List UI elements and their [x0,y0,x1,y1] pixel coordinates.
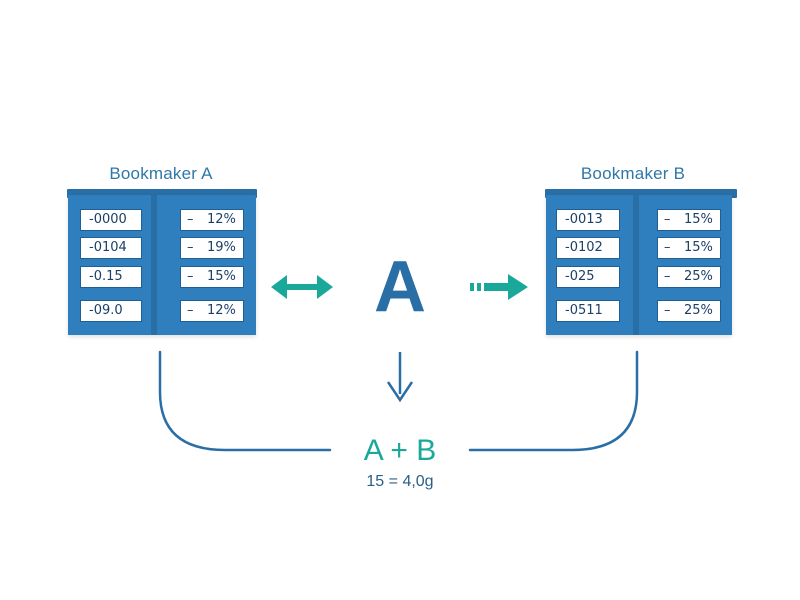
percentage-cell: –15% [657,237,721,259]
percentage-cell: –15% [657,209,721,231]
percentage-dash: – [187,240,194,255]
percentage-dash: – [664,269,671,284]
bookmaker-b-table-header-bar [545,189,737,198]
bookmaker-a-table-header-bar [67,189,257,198]
percentage-value: 12% [207,303,236,318]
percentage-value: 25% [684,303,713,318]
odds-cell: -0104 [80,237,142,259]
percentage-cell: –15% [180,266,244,288]
percentage-value: 25% [684,269,713,284]
percentage-value: 15% [207,269,236,284]
dashed-arrow-right-icon [470,274,528,300]
percentage-dash: – [664,303,671,318]
result-title: A + B [363,434,437,467]
bookmaker-b-table: -0013 –15% -0102 –15% -025 –25% -0511 –2… [546,195,732,335]
percentage-dash: – [187,212,194,227]
odds-cell: -0.15 [80,266,142,288]
bookmaker-a-title: Bookmaker A [109,164,213,183]
percentage-cell: –19% [180,237,244,259]
odds-cell: -0511 [556,300,620,322]
percentage-value: 19% [207,240,236,255]
percentage-cell: –25% [657,300,721,322]
odds-cell: -025 [556,266,620,288]
table-divider [633,195,639,335]
percentage-value: 12% [207,212,236,227]
percentage-value: 15% [684,212,713,227]
percentage-value: 15% [684,240,713,255]
left-connector-line [158,350,332,452]
odds-cell: -09.0 [80,300,142,322]
result-subtitle: 15 = 4,0g [366,473,434,490]
percentage-cell: –12% [180,300,244,322]
bookmaker-b-title: Bookmaker B [580,164,686,183]
percentage-dash: – [664,212,671,227]
double-arrow-icon [271,275,333,299]
percentage-dash: – [664,240,671,255]
odds-cell: -0102 [556,237,620,259]
bookmaker-a-table: -0000 –12% -0104 –19% -0.15 –15% -09.0 –… [68,195,256,335]
right-connector-line [468,350,639,452]
odds-cell: -0013 [556,209,620,231]
percentage-cell: –12% [180,209,244,231]
center-letter: A [374,247,426,327]
table-divider [151,195,157,335]
percentage-dash: – [187,303,194,318]
percentage-dash: – [187,269,194,284]
percentage-cell: –25% [657,266,721,288]
odds-cell: -0000 [80,209,142,231]
arrow-down-icon [386,352,414,403]
